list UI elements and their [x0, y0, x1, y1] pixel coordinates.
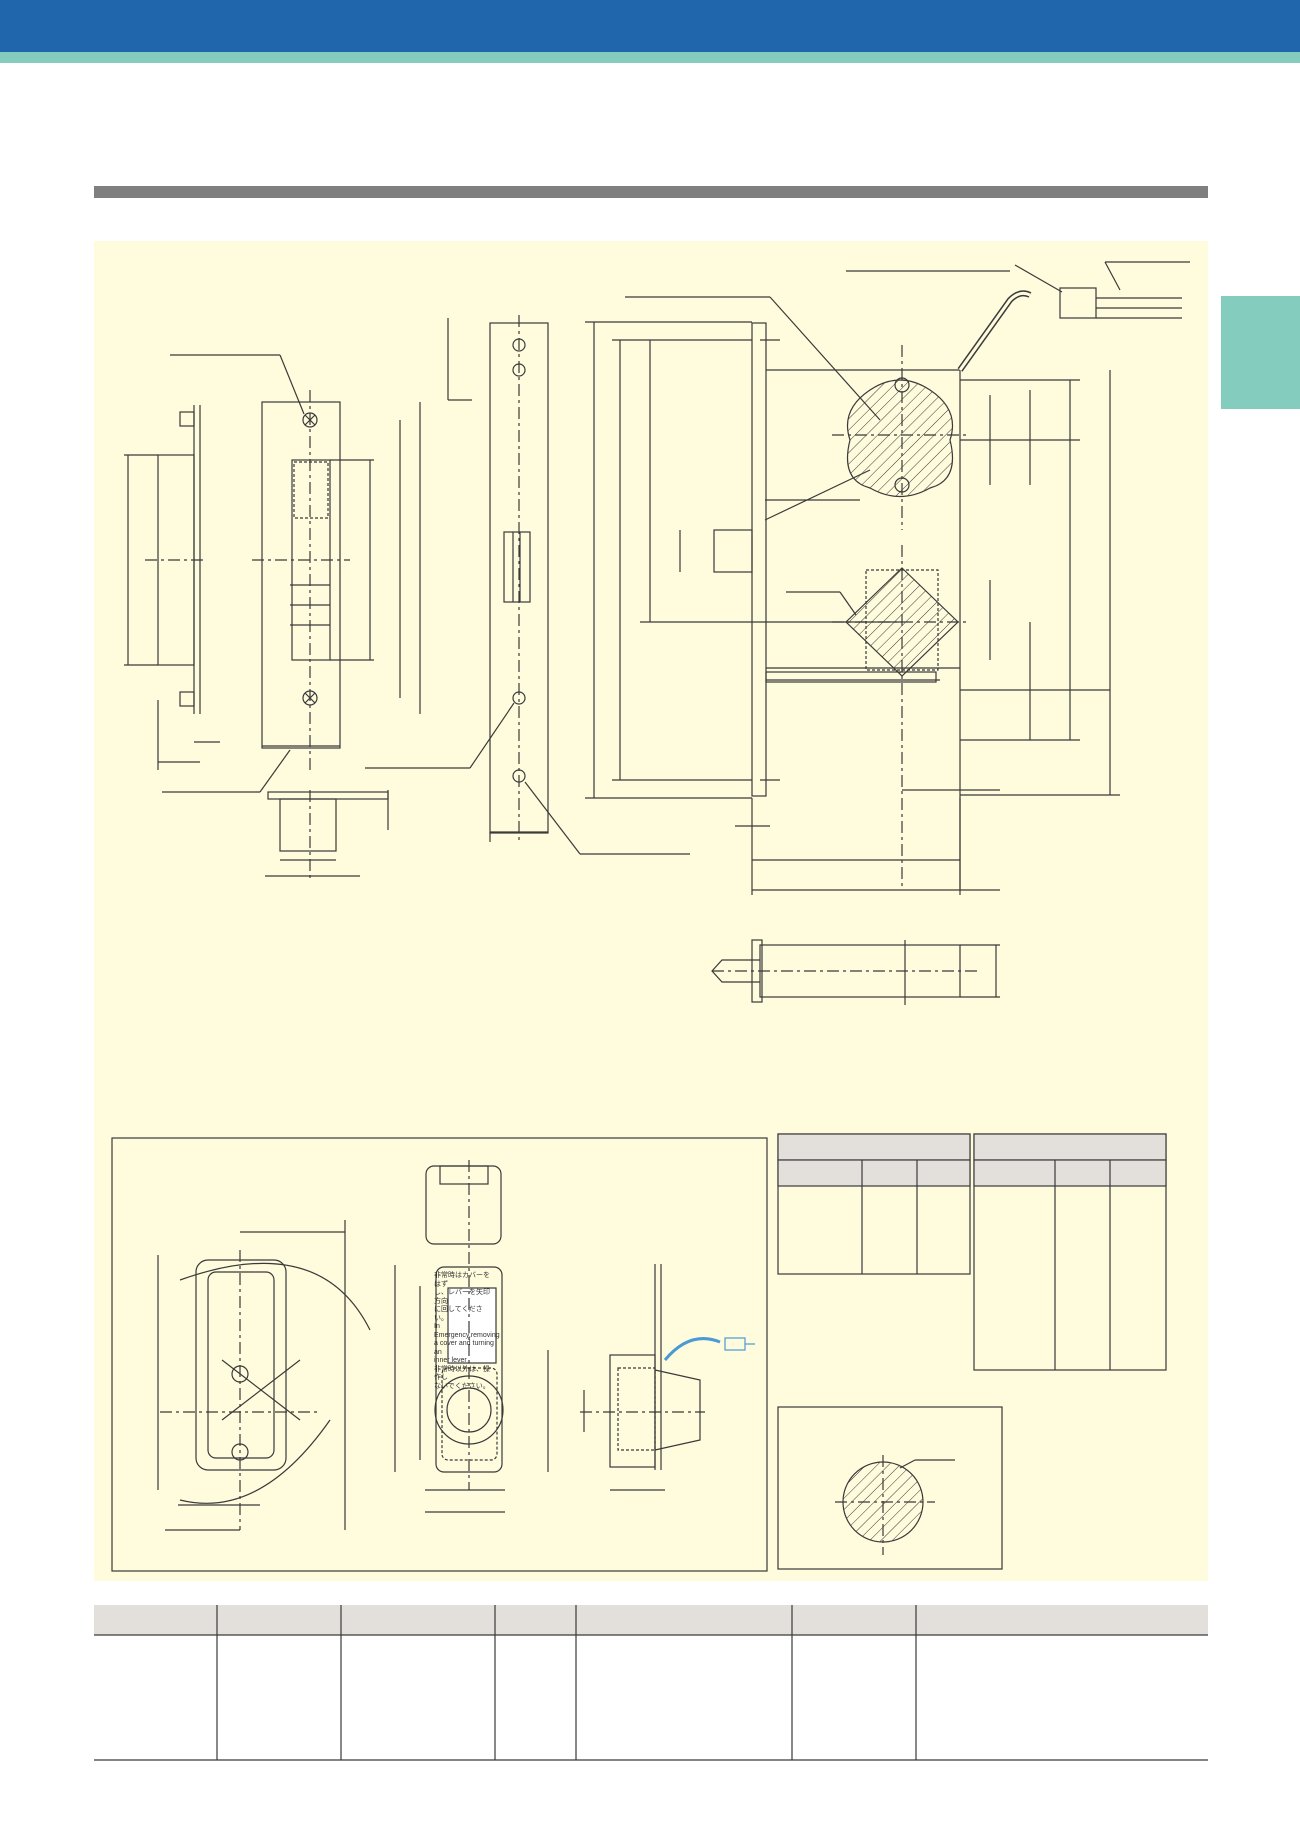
warning-jp-line4: 非常時以外は、操作し [434, 1365, 490, 1382]
connector-icon [724, 1337, 746, 1351]
cross-section [835, 1455, 955, 1555]
section-frame [777, 1406, 1003, 1570]
side-index-tab[interactable] [1221, 296, 1300, 409]
warning-jp-line3: に回してください。 [434, 1306, 483, 1322]
thumbturn-front-view [157, 1220, 371, 1531]
warning-jp-line1: 非常時はカバーをはず [434, 1272, 490, 1288]
thumbturn-side-view [580, 1264, 755, 1491]
bottom-table [94, 1605, 1208, 1761]
spindle-view [711, 939, 1000, 1005]
cable-icon [663, 1337, 721, 1361]
thumbturn-middle-view [394, 1160, 549, 1513]
warning-label: 非常時はカバーをはず し、レバーを矢印方向 に回してください。 In Emerg… [434, 1272, 500, 1391]
warning-en-line1: In Emergency,removing [434, 1323, 500, 1339]
header-stripe [0, 52, 1300, 63]
spec-table-right [973, 1133, 1167, 1371]
section-rule [94, 186, 1208, 198]
warning-jp-line5: ないでください。 [434, 1382, 490, 1390]
strike-top-view [265, 790, 389, 880]
header-band [0, 0, 1300, 52]
strike-side-view [124, 405, 220, 770]
warning-en-line3: inner lever [434, 1357, 467, 1364]
lever-hub-upper [832, 345, 970, 530]
lever-hub-lower [832, 545, 970, 890]
drawing-area [94, 241, 1208, 1581]
lock-body-view [585, 261, 1190, 895]
thumbturn-frame [111, 1137, 768, 1572]
faceplate-view [365, 315, 690, 855]
spec-table-left [777, 1133, 971, 1275]
strike-front-view [162, 354, 421, 793]
warning-jp-line2: し、レバーを矢印方向 [434, 1289, 490, 1305]
connector-icon [1059, 287, 1097, 319]
warning-en-line2: a cover and turning an [434, 1340, 494, 1356]
